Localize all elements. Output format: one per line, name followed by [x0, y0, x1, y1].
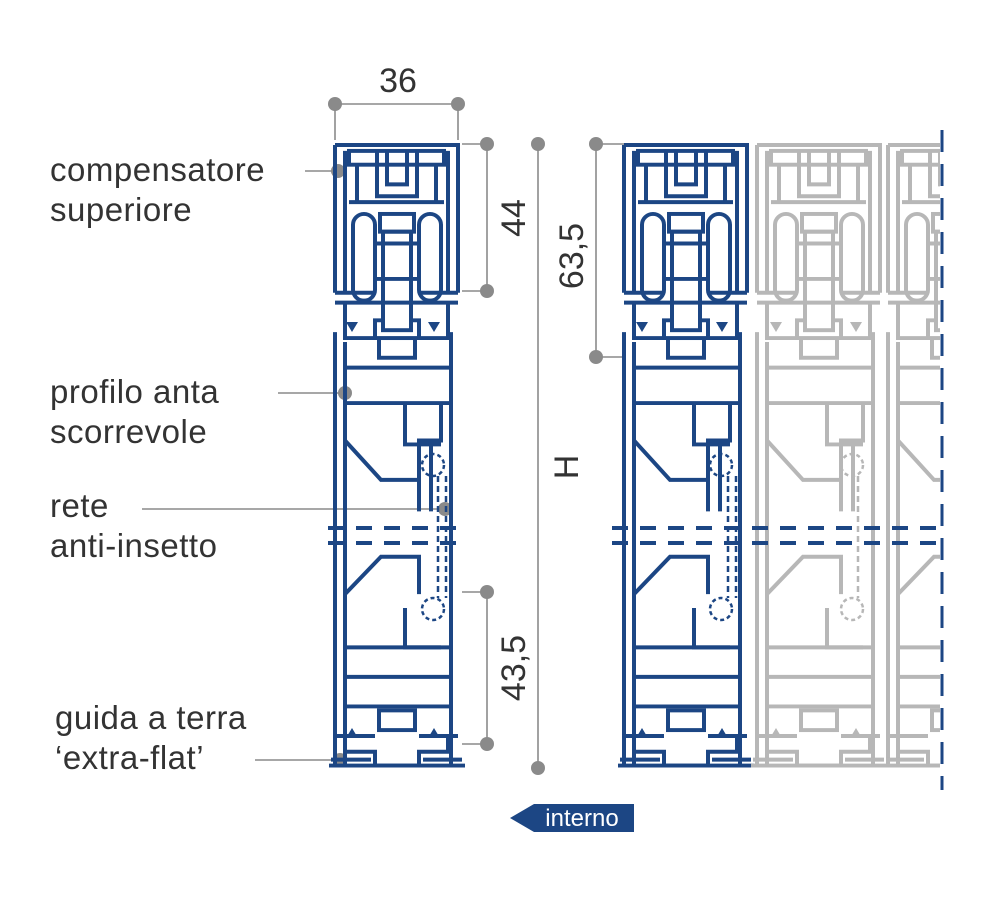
label-guida-line2: ‘extra-flat’	[55, 739, 205, 776]
interno-label: interno	[545, 805, 618, 832]
dim-upper-right: 63,5	[553, 223, 591, 289]
label-guida: guida a terra ‘extra-flat’	[55, 698, 247, 778]
profile-blue-main	[327, 143, 467, 768]
dimension-lines	[328, 97, 625, 775]
interno-indicator: interno	[510, 804, 634, 832]
arrow-left-icon	[510, 804, 634, 832]
label-rete-line1: rete	[50, 487, 109, 524]
label-rete: rete anti-insetto	[50, 486, 217, 566]
label-compensatore: compensatore superiore	[50, 150, 265, 230]
label-rete-line2: anti-insetto	[50, 527, 218, 564]
dim-width-top: 36	[379, 62, 417, 100]
profile-grey-1	[749, 143, 889, 768]
dim-upper-left: 44	[495, 199, 533, 237]
dim-height: H	[548, 455, 586, 480]
profile-blue-secondary	[616, 143, 756, 768]
label-compensatore-line1: compensatore	[50, 151, 266, 188]
label-compensatore-line2: superiore	[50, 191, 193, 228]
label-guida-line1: guida a terra	[55, 699, 247, 736]
label-profilo-line1: profilo anta	[50, 373, 220, 410]
label-profilo-line2: scorrevole	[50, 413, 208, 450]
label-profilo: profilo anta scorrevole	[50, 372, 219, 452]
dim-lower-left: 43,5	[495, 635, 533, 701]
